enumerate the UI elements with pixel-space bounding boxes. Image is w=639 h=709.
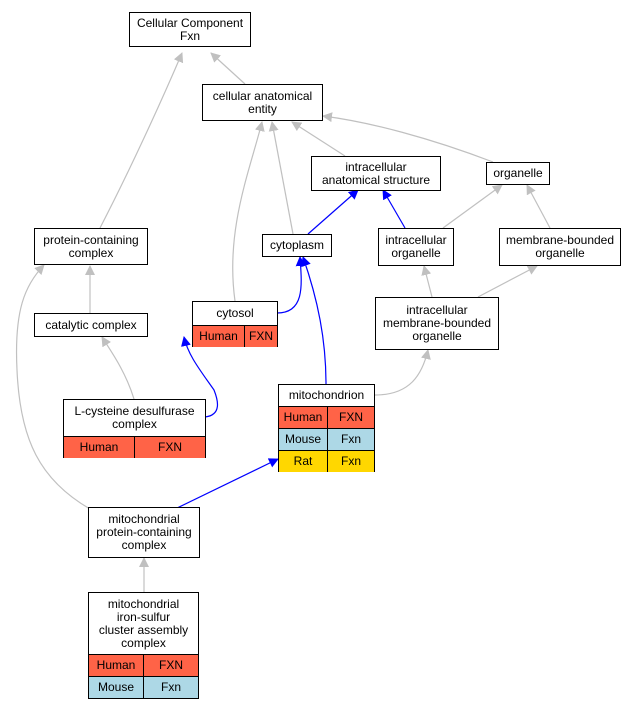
edge-lcys-to-cytosol [181, 336, 218, 418]
node-label-line: cellular anatomical [212, 88, 313, 103]
node-intracellular-anatomical-structure[interactable]: intracellular anatomical structure [311, 156, 441, 191]
node-label-line: catalytic complex [45, 317, 137, 332]
node-label-line: Cellular Component [136, 15, 244, 30]
node-label-line: mitochondrial [107, 596, 180, 611]
node-label-line: mitochondrion [288, 388, 365, 402]
node-label-line: Fxn [179, 28, 200, 43]
node-cytosol[interactable]: cytosol Human FXN [192, 301, 278, 347]
node-label-line: complex [121, 538, 167, 552]
node-label-line: cytosol [216, 306, 254, 320]
edge-cytosol-to-cae [232, 121, 265, 302]
gene-row-mouse: Mouse Fxn [279, 428, 374, 451]
gene-table: Human FXN Mouse Fxn [89, 654, 198, 698]
gene-table: Human FXN [64, 436, 205, 458]
gene-row-mouse: Mouse Fxn [89, 676, 198, 698]
species-cell: Human [89, 654, 144, 677]
gene-cell: FXN [327, 406, 374, 429]
node-label-line: organelle [535, 246, 585, 260]
edge-mito-to-cytoplasm [301, 256, 327, 385]
node-label-line: complex [68, 245, 114, 260]
node-label-line: organelle [391, 246, 441, 260]
species-cell: Mouse [89, 676, 144, 698]
edge-organelle-to-cae [322, 112, 494, 163]
node-cytoplasm[interactable]: cytoplasm [262, 234, 332, 257]
edge-imbo-to-io [421, 265, 433, 298]
gene-row-human: Human FXN [279, 406, 374, 429]
edge-cae-to-cc [210, 52, 246, 85]
gene-row-rat: Rat Fxn [279, 450, 374, 472]
node-label-line: entity [248, 101, 277, 116]
node-label-line: mitochondrial [108, 512, 180, 526]
gene-cell: Fxn [327, 428, 374, 451]
edge-mbo-to-organelle [526, 184, 551, 229]
species-cell: Mouse [279, 428, 328, 451]
node-label-line: organelle [493, 166, 543, 180]
node-membrane-bounded-organelle[interactable]: membrane-bounded organelle [499, 228, 621, 266]
node-mitochondrial-iron-sulfur-cluster-assembly-complex[interactable]: mitochondrial iron-sulfur cluster assemb… [88, 592, 199, 699]
node-mitochondrion[interactable]: mitochondrion Human FXN Mouse Fxn Rat Fx… [278, 384, 375, 472]
node-l-cysteine-desulfurase-complex[interactable]: L-cysteine desulfurase complex Human FXN [63, 399, 206, 458]
edge-mpcc-to-pcc [15, 264, 91, 510]
edge-mpcc-to-mito [174, 458, 279, 510]
node-label-line: intracellular [345, 159, 407, 174]
node-protein-containing-complex[interactable]: protein-containing complex [34, 228, 148, 265]
node-catalytic-complex[interactable]: catalytic complex [34, 313, 148, 337]
edge-cytoplasm-to-ias [307, 189, 359, 235]
node-label-line: membrane-bounded [382, 316, 492, 330]
node-label-line: iron-sulfur [116, 609, 171, 624]
gene-row-human: Human FXN [64, 436, 205, 458]
node-label-line: complex [121, 635, 166, 650]
gene-row-human: Human FXN [193, 325, 277, 347]
edge-io-to-ias [382, 189, 406, 229]
node-intracellular-organelle[interactable]: intracellular organelle [378, 228, 454, 266]
node-label-line: complex [112, 417, 157, 431]
node-organelle[interactable]: organelle [486, 162, 550, 185]
edge-ias-to-cae [291, 121, 346, 157]
node-label-line: intracellular [406, 303, 468, 317]
node-label-line: membrane-bounded [505, 233, 615, 247]
node-label-line: protein-containing [43, 232, 139, 247]
gene-cell: FXN [134, 436, 205, 458]
node-label-line: cytoplasm [269, 238, 325, 252]
node-cellular-anatomical-entity[interactable]: cellular anatomical entity [202, 84, 323, 121]
species-cell: Human [279, 406, 328, 429]
gene-table: Human FXN [193, 325, 277, 347]
node-label-line: organelle [412, 329, 462, 343]
edge-cytoplasm-to-cae [268, 121, 294, 235]
gene-cell: Fxn [327, 450, 374, 472]
node-intracellular-membrane-bounded-organelle[interactable]: intracellular membrane-bounded organelle [375, 297, 499, 350]
species-cell: Human [64, 436, 135, 458]
species-cell: Human [193, 325, 245, 347]
node-label-line: intracellular [385, 233, 447, 247]
gene-cell: Fxn [143, 676, 198, 698]
gene-cell: FXN [244, 325, 277, 347]
species-cell: Rat [279, 450, 328, 472]
edge-cytosol-to-cytoplasm [276, 256, 306, 314]
node-label-line: L-cysteine desulfurase [74, 404, 195, 418]
gene-cell: FXN [143, 654, 198, 677]
gene-row-human: Human FXN [89, 654, 198, 677]
edge-lcys-to-catalytic [101, 336, 135, 400]
edge-pcc-to-cc [99, 52, 184, 229]
edge-imbo-to-mbo [477, 265, 538, 298]
edge-mito-to-imbo [374, 349, 431, 396]
gene-table: Human FXN Mouse Fxn Rat Fxn [279, 406, 374, 472]
node-label-line: cluster assembly [98, 622, 189, 637]
node-cellular-component-fxn[interactable]: Cellular Component Fxn [129, 12, 251, 47]
edge-io-to-organelle [442, 184, 503, 229]
node-label-line: protein-containing [96, 525, 192, 539]
node-label-line: anatomical structure [321, 172, 431, 187]
node-mitochondrial-protein-containing-complex[interactable]: mitochondrial protein-containing complex [88, 507, 200, 558]
